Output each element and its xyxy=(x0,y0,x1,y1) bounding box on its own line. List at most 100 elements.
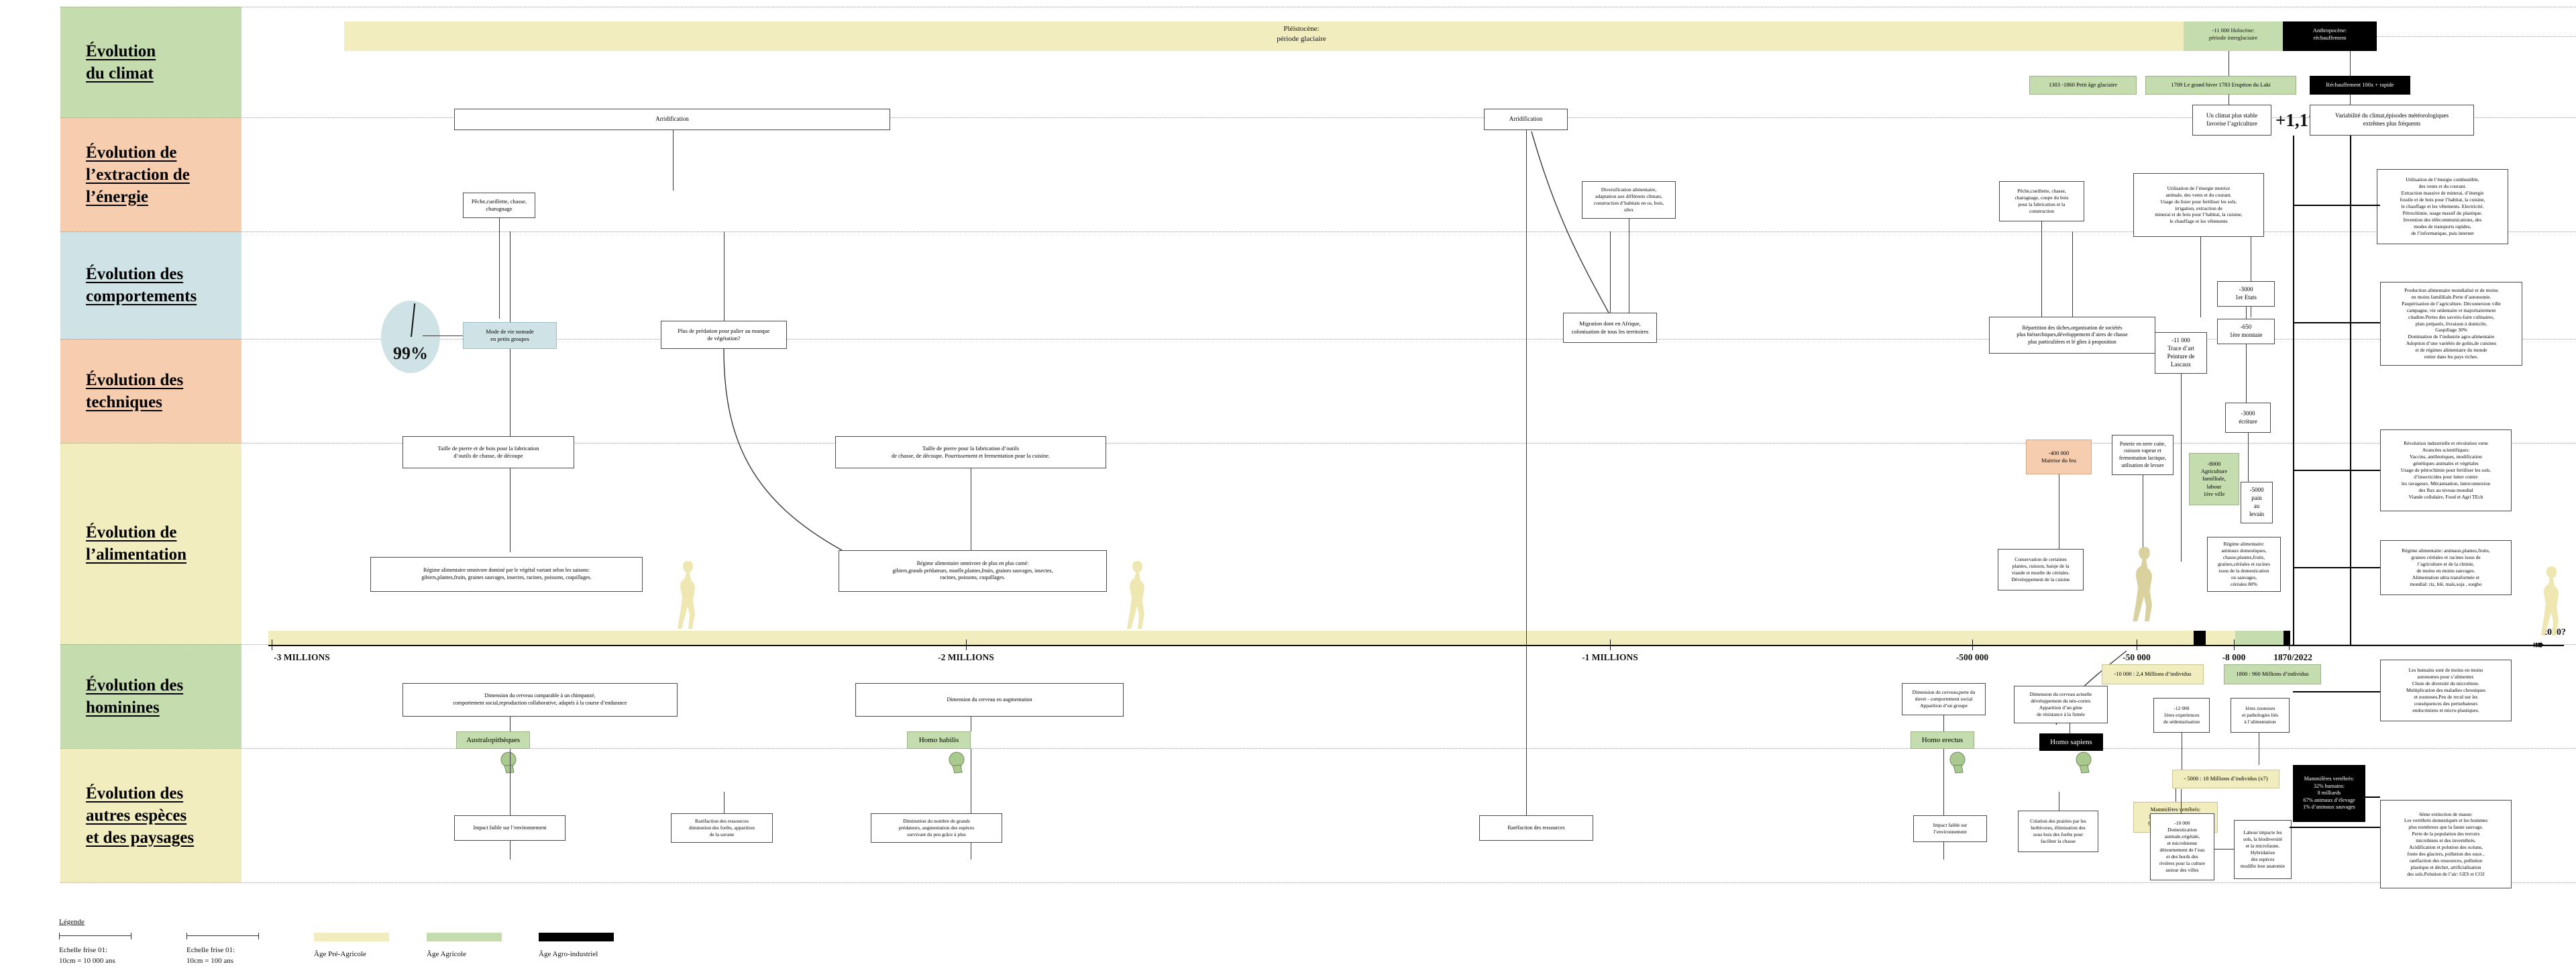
box-text: Raréfaction des ressources xyxy=(1507,824,1565,831)
box-text: Production alimentaire mondialisé et de … xyxy=(2402,287,2501,360)
hominine-box-7-autonomie: Les humains sont de moins en moins auton… xyxy=(2380,660,2512,721)
box-text: Répartition des tâches,organisation de s… xyxy=(2017,324,2128,345)
legend-age-ind-text: Âge Agro-industriel xyxy=(539,950,598,958)
era-band-anthropocene xyxy=(2283,21,2377,51)
variabilite-climat-box: Variabilité du climat,épisodes météorolo… xyxy=(2310,105,2474,136)
comportement-box-9-pain: -5000 pain au levain xyxy=(2241,482,2273,523)
comportement-box-2: Plus de prédation pour palier au manque … xyxy=(661,321,787,349)
comportement-box-4: Répartition des tâches,organisation de s… xyxy=(1989,317,2155,354)
connector xyxy=(2246,344,2247,403)
row-label-comportements: Évolution des comportements xyxy=(60,231,241,339)
connector xyxy=(673,130,674,191)
legend-age-pre-text: Âge Pré-Agricole xyxy=(314,950,366,958)
box-text: Variabilité du climat,épisodes météorolo… xyxy=(2335,112,2449,127)
climat-stable-box: Un climat plus stable favorise l’agricul… xyxy=(2192,105,2271,136)
row-label-text: Évolution des techniques xyxy=(86,370,184,411)
box-text: Régime alimentaire omnivore dominé par l… xyxy=(421,567,592,580)
technique-box-5-agriculture: -8000 Agriculture familliale, labour 1èr… xyxy=(2189,453,2239,505)
box-text: Mammifères vertébrés: 32% humains: 8 mil… xyxy=(2303,776,2355,811)
era-band-continuation xyxy=(2377,36,2576,37)
axis-tick xyxy=(2234,639,2235,650)
skull-icon xyxy=(500,752,517,774)
hominine-box-3: Dimension du cerveau,perte du duvet - co… xyxy=(1902,683,1986,715)
box-text: Régime alimentaire: animaux domestiques,… xyxy=(2217,541,2271,587)
axis-tick xyxy=(1610,639,1611,650)
row-label-text: Évolution du climat xyxy=(86,42,156,83)
alimentation-box-2: Régime alimentaire omnivore de plus en p… xyxy=(839,550,1107,592)
box-text: Dimension du cerveau comparable à un chi… xyxy=(453,692,627,706)
species-tag-homo-habilis: Homo habilis xyxy=(907,731,971,749)
era-strip-pre-agricole-2 xyxy=(2206,631,2235,646)
future-arrow-icon: ➠ xyxy=(2532,636,2545,653)
box-text: Création des prairies par les herbivores… xyxy=(2030,818,2086,844)
comportement-box-1: Mode de vie nomade en petits groupes xyxy=(463,322,557,349)
energie-box-3: Pêche,cueillette, chasse, charognage, co… xyxy=(1999,181,2084,221)
petit-age-glaciaire-box: 1303 -1860 Petit âge glaciaire xyxy=(2029,76,2137,95)
technique-box-2: Taille de pierre pour la fabrication d’o… xyxy=(835,436,1106,468)
hominine-box-6-zoonoses: 1ères zoonoses et pathologies liés à l’a… xyxy=(2231,698,2290,733)
box-text: Taille de pierre pour la fabrication d’o… xyxy=(891,444,1051,459)
row-separator xyxy=(60,748,2576,749)
row-label-text: Évolution de l’alimentation xyxy=(86,523,186,564)
box-text: Pêche,cueillette, chasse, charognage, co… xyxy=(2015,188,2069,214)
rechauffement-rapide-box: Réchauffement 100x + rapide xyxy=(2310,76,2410,95)
skull-icon xyxy=(949,752,965,774)
era-strip-pre-agricole xyxy=(268,631,2227,646)
energie-box-5: Utilisation de l’énergie combustible, de… xyxy=(2377,169,2508,244)
connector xyxy=(499,218,500,319)
espece-box-6: Création des prairies par les herbivores… xyxy=(2018,811,2098,852)
box-text: 1ères zoonoses et pathologies liés à l’a… xyxy=(2241,705,2279,725)
era-strip-agricole xyxy=(2235,631,2284,646)
box-text: -650 1ère monnaie xyxy=(2229,323,2263,338)
species-tag-homo-sapiens: Homo sapiens xyxy=(2039,733,2103,751)
species-name: Homo sapiens xyxy=(2050,737,2092,746)
anthropocene-label: Anthropocène: réchauffement xyxy=(2312,27,2347,42)
row-label-text: Évolution des hominines xyxy=(86,676,184,717)
box-text: 1709 Le grand hiver 1783 Eruption du Lak… xyxy=(2171,81,2271,89)
box-text: Arridification xyxy=(655,115,689,123)
row-separator xyxy=(60,339,2576,340)
connector xyxy=(510,717,511,731)
box-text: Taille de pierre et de bois pour la fabr… xyxy=(437,444,539,459)
alimentation-box-4: Régime alimentaire: animaux domestiques,… xyxy=(2207,537,2281,592)
species-name: Australopithèques xyxy=(466,735,521,744)
box-text: Plus de prédation pour palier au manque … xyxy=(678,327,770,342)
legend-swatch-pre xyxy=(314,933,389,941)
box-text: Régime alimentaire omnivore de plus en p… xyxy=(892,560,1053,581)
species-name: Homo erectus xyxy=(1921,735,1964,744)
technique-box-1: Taille de pierre et de bois pour la fabr… xyxy=(402,436,574,468)
alimentation-box-1: Régime alimentaire omnivore dominé par l… xyxy=(370,557,643,592)
connector xyxy=(2293,322,2380,323)
box-text: Impact faible sur l’environnement xyxy=(473,824,547,831)
row-label-hominines: Évolution des hominines xyxy=(60,644,241,748)
comportement-box-5-etats: -3000 1er Etats xyxy=(2217,281,2275,307)
box-text: Impact faible sur l’environnement xyxy=(1933,822,1968,835)
box-text: 1800 : 960 Millions d’individus xyxy=(2236,670,2309,678)
comportement-box-3: Migration dont en Afrique, colonisation … xyxy=(1563,313,1657,343)
box-text: Régime alimentaire: animaux,plantes,frui… xyxy=(2402,548,2490,587)
row-label-text: Évolution des comportements xyxy=(86,265,197,305)
connector xyxy=(2246,307,2247,319)
box-text: Conservation de certaines plantes, cuiss… xyxy=(2011,556,2070,582)
skull-icon xyxy=(2076,752,2092,774)
hominin-silhouette-icon xyxy=(1127,561,1144,629)
connector xyxy=(2293,691,2380,692)
hominin-silhouette-icon xyxy=(2540,566,2559,635)
espece-box-5: Impact faible sur l’environnement xyxy=(1913,815,1987,842)
era-strip-industriel xyxy=(2284,631,2290,646)
connector xyxy=(510,349,511,429)
axis-label: -2 MILLIONS xyxy=(938,652,994,662)
box-text: -5000 pain au levain xyxy=(2249,486,2264,517)
connector xyxy=(2072,231,2073,317)
legend-age-agri-text: Âge Agricole xyxy=(427,950,466,958)
box-text: -10 000 : 2,4 Millions d’individus xyxy=(2114,670,2192,678)
curved-connector xyxy=(1531,131,1609,313)
energie-box-2: Diversification alimentaire, adaptation … xyxy=(1582,181,1676,219)
box-text: Réchauffement 100x + rapide xyxy=(2326,81,2394,89)
era-band-holocene xyxy=(2184,21,2283,51)
box-text: Pêche,cueillette, chasse, charognage xyxy=(471,197,527,212)
connector xyxy=(2350,51,2351,76)
row-label-energie: Évolution de l’extraction de l’énergie xyxy=(60,117,241,231)
connector xyxy=(2181,789,2182,813)
hominine-box-2: Dimension du cerveau en augmentation xyxy=(855,683,1124,717)
